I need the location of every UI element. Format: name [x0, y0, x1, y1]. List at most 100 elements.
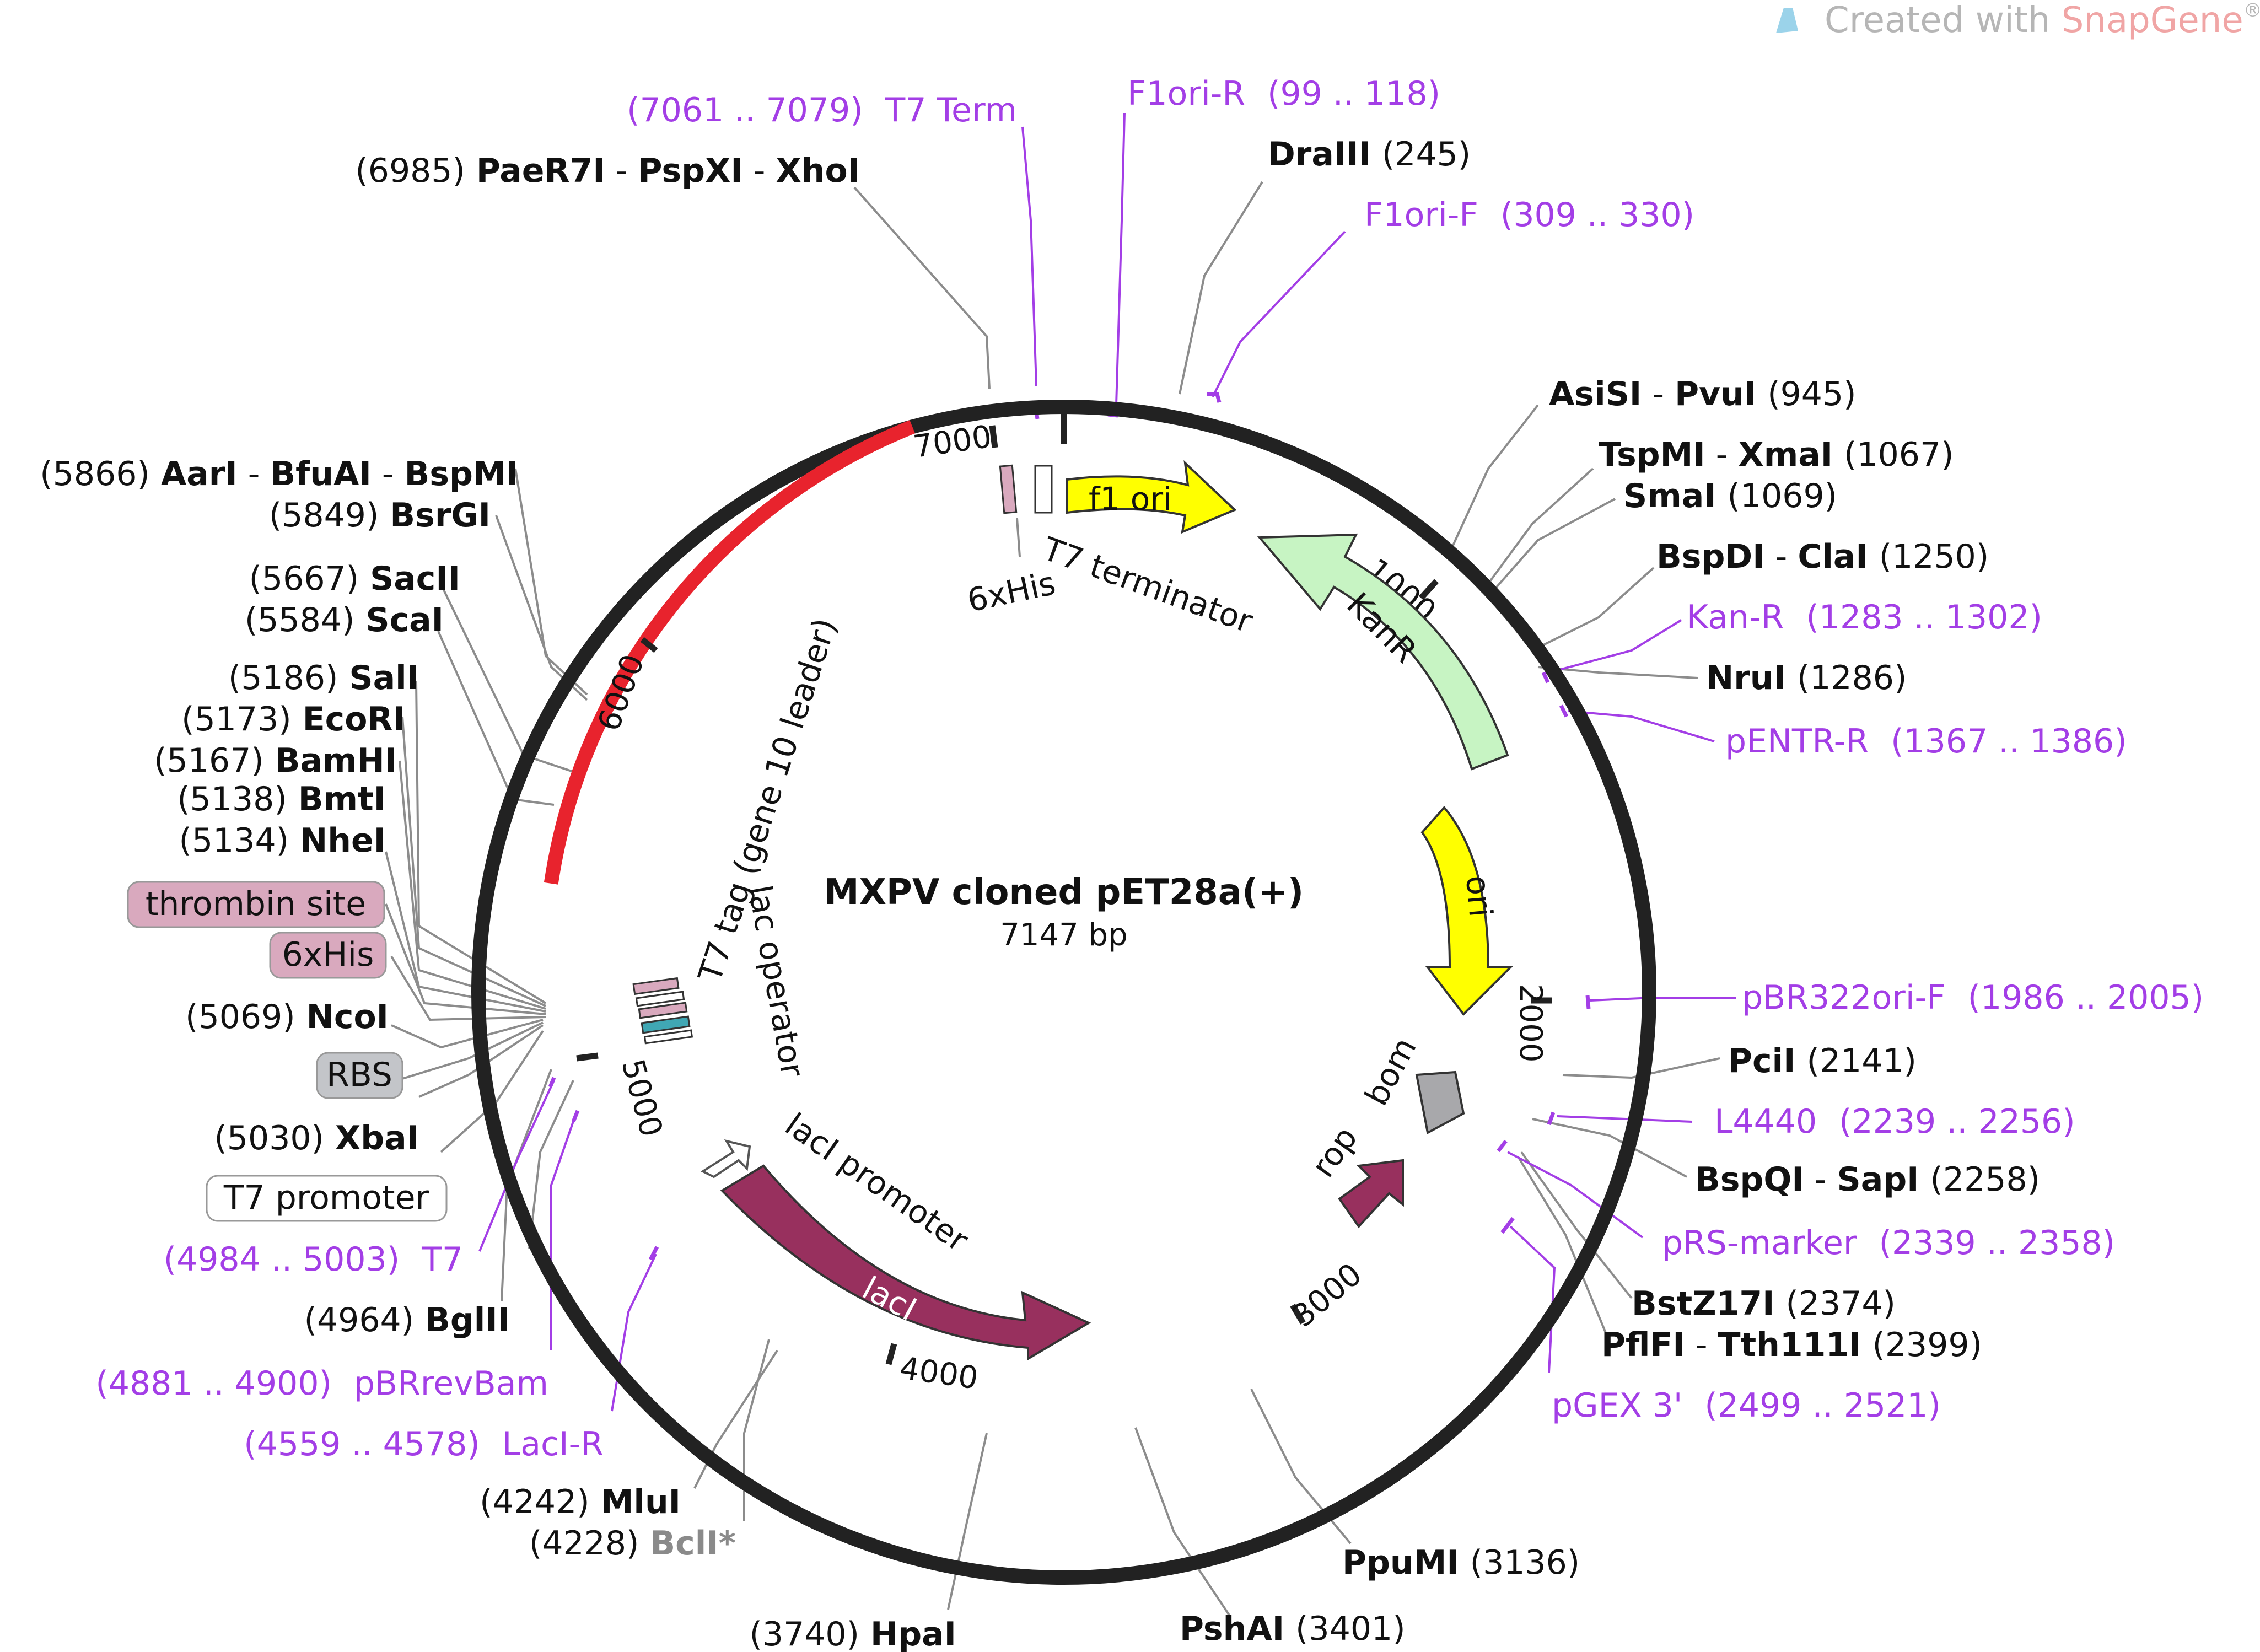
leader-sacii	[440, 584, 574, 773]
feature-box-6xhis: 6xHis	[269, 932, 387, 979]
primer-mark-kanr	[1541, 671, 1550, 684]
primer-line-prs	[1507, 1151, 1644, 1239]
label-rop: rop	[1304, 1120, 1365, 1184]
leader-bcli	[743, 1339, 770, 1521]
watermark-mark: ®	[2243, 0, 2260, 21]
ring-label-2000: 2000	[1513, 984, 1548, 1063]
site-ncoi: (5069)NcoI	[185, 998, 389, 1036]
leader-smai	[1487, 498, 1616, 598]
primer-line-t7term	[1021, 126, 1037, 386]
leader-bspdi	[1532, 567, 1655, 652]
svg-text:RBS: RBS	[326, 1056, 392, 1094]
primer-t7: (4984 .. 5003)T7	[164, 1240, 463, 1279]
primer-pgex-3: pGEX 3'(2499 .. 2521)	[1552, 1386, 1941, 1425]
site-ppumi: PpuMI(3136)	[1342, 1543, 1580, 1582]
primer-l4440: L4440(2239 .. 2256)	[1714, 1102, 2075, 1141]
primer-line-pgex	[1509, 1225, 1556, 1373]
primer-line-pentr	[1568, 710, 1715, 742]
leader-hpai	[947, 1433, 988, 1610]
primer-mark-f1ori-f	[1207, 392, 1222, 403]
primer-binding-marks	[548, 392, 1591, 1261]
primer-pentr-r: pENTR-R(1367 .. 1386)	[1725, 722, 2127, 761]
primer-line-l4440	[1557, 1115, 1693, 1123]
primer-prs-marker: pRS-marker(2339 .. 2358)	[1662, 1224, 2115, 1262]
leader-pcii	[1562, 1057, 1720, 1079]
plasmid-name: MXPV cloned pET28a(+)	[824, 872, 1304, 913]
primer-pbrrevbam: (4881 .. 4900)pBRrevBam	[95, 1364, 548, 1403]
primer-mark-pentr	[1559, 704, 1569, 718]
feature-his-tag-top	[999, 464, 1053, 557]
site-pcii: PciI(2141)	[1728, 1042, 1917, 1080]
leader-scai	[437, 631, 555, 806]
leader-mlui	[693, 1349, 778, 1489]
primer-mark-prs	[1497, 1139, 1508, 1153]
primer-mark-laci-r	[648, 1246, 659, 1261]
site-sali: (5186)SalI	[228, 659, 419, 697]
primer-laci-r: (4559 .. 4578)LacI-R	[244, 1425, 604, 1463]
feature-box-rbs: RBS	[316, 1052, 403, 1099]
site-paer7i-pspxi-xhoi: (6985)PaeR7I - PspXI - XhoI	[355, 152, 860, 190]
plasmid-length: 7147 bp	[1000, 917, 1127, 953]
leader-sali	[415, 680, 547, 1004]
leader-asisi	[1450, 404, 1539, 551]
primer-t7-term: (7061 .. 7079)T7 Term	[627, 91, 1017, 130]
primer-line-f1ori-f	[1212, 230, 1346, 397]
site-bspdi-clai: BspDI - ClaI(1250)	[1656, 537, 1989, 576]
label-t7-terminator: T7 terminator	[1037, 530, 1257, 641]
leader-ppumi	[1250, 1389, 1352, 1545]
leader-xhoi	[853, 186, 991, 389]
site-hpai: (3740)HpaI	[750, 1615, 957, 1652]
leader-bsrgi	[495, 515, 588, 701]
leader-bmti	[385, 851, 546, 1013]
label-ori: ori	[1459, 874, 1499, 918]
ring-tick-1000	[1418, 579, 1439, 600]
primer-mark-pbr322	[1585, 995, 1591, 1009]
ring-tick-7000	[989, 425, 998, 448]
site-bspqi-sapi: BspQI - SapI(2258)	[1695, 1160, 2040, 1199]
leader-pflfi	[1518, 1156, 1611, 1343]
svg-text:Created with SnapGene®: Created with SnapGene®	[1825, 0, 2260, 41]
watermark-prefix: Created with	[1825, 0, 2062, 41]
ring-label-6000: 6000	[591, 650, 652, 736]
leader-nhei	[390, 955, 546, 1021]
label-6xhis-inner: 6xHis	[964, 564, 1059, 620]
site-nrui: NruI(1286)	[1706, 659, 1907, 697]
label-bom: bom	[1357, 1031, 1424, 1112]
site-bmti: (5138)BmtI	[177, 780, 386, 819]
site-draiii: DraIII(245)	[1268, 135, 1471, 174]
site-pflfi-tth111i: PflFI - Tth111I(2399)	[1601, 1326, 1982, 1364]
ring-tick-5000	[576, 1052, 599, 1062]
feature-laci-promoter-arrow	[700, 1139, 751, 1179]
site-sacii: (5667)SacII	[249, 559, 460, 598]
primer-line-pbrrevbam	[550, 1113, 577, 1350]
site-bstz17i: BstZ17I(2374)	[1632, 1284, 1896, 1323]
site-bsrgi: (5849)BsrGI	[269, 496, 491, 535]
leader-6xhis-box	[391, 1019, 544, 1049]
leader-bamhi	[399, 760, 546, 1010]
feature-ori: ori	[1420, 805, 1513, 1016]
leader-t7-promoter-box	[528, 1080, 574, 1249]
enzyme-labels: DraIII(245) AsiSI - PvuI(945) TspMI - Xm…	[40, 135, 2040, 1652]
ring-tick-6000	[640, 637, 658, 653]
ring-tick-4000	[885, 1343, 897, 1365]
primer-mark-t7	[548, 1077, 556, 1088]
leader-pshai	[1134, 1427, 1230, 1616]
feature-f1-ori: f1 ori	[1066, 460, 1237, 534]
primer-line-pbr322	[1590, 997, 1736, 1002]
primer-line-t7	[478, 1080, 555, 1252]
ring-label-3000: 3000	[1285, 1256, 1369, 1334]
snapgene-logo-icon	[1776, 8, 1798, 33]
site-asisi-pvui: AsiSI - PvuI(945)	[1549, 375, 1857, 413]
primer-mark-pgex	[1500, 1217, 1515, 1234]
snapgene-watermark: Created with SnapGene®	[1776, 0, 2260, 41]
svg-text:6xHis: 6xHis	[282, 935, 374, 974]
leader-bspqi	[1532, 1118, 1687, 1178]
site-bcli: (4228)BclI*	[529, 1524, 736, 1563]
site-ecori: (5173)EcoRI	[181, 700, 405, 739]
site-aari-bfuai-bspmi: (5866)AarI - BfuAI - BspMI	[40, 455, 518, 493]
primer-pbr322ori-f: pBR322ori-F(1986 .. 2005)	[1742, 978, 2204, 1017]
leader-ncoi	[418, 1024, 544, 1098]
site-nhei: (5134)NheI	[179, 821, 386, 860]
leader-bstz17i	[1520, 1151, 1633, 1299]
primer-leader-lines	[478, 112, 1736, 1412]
